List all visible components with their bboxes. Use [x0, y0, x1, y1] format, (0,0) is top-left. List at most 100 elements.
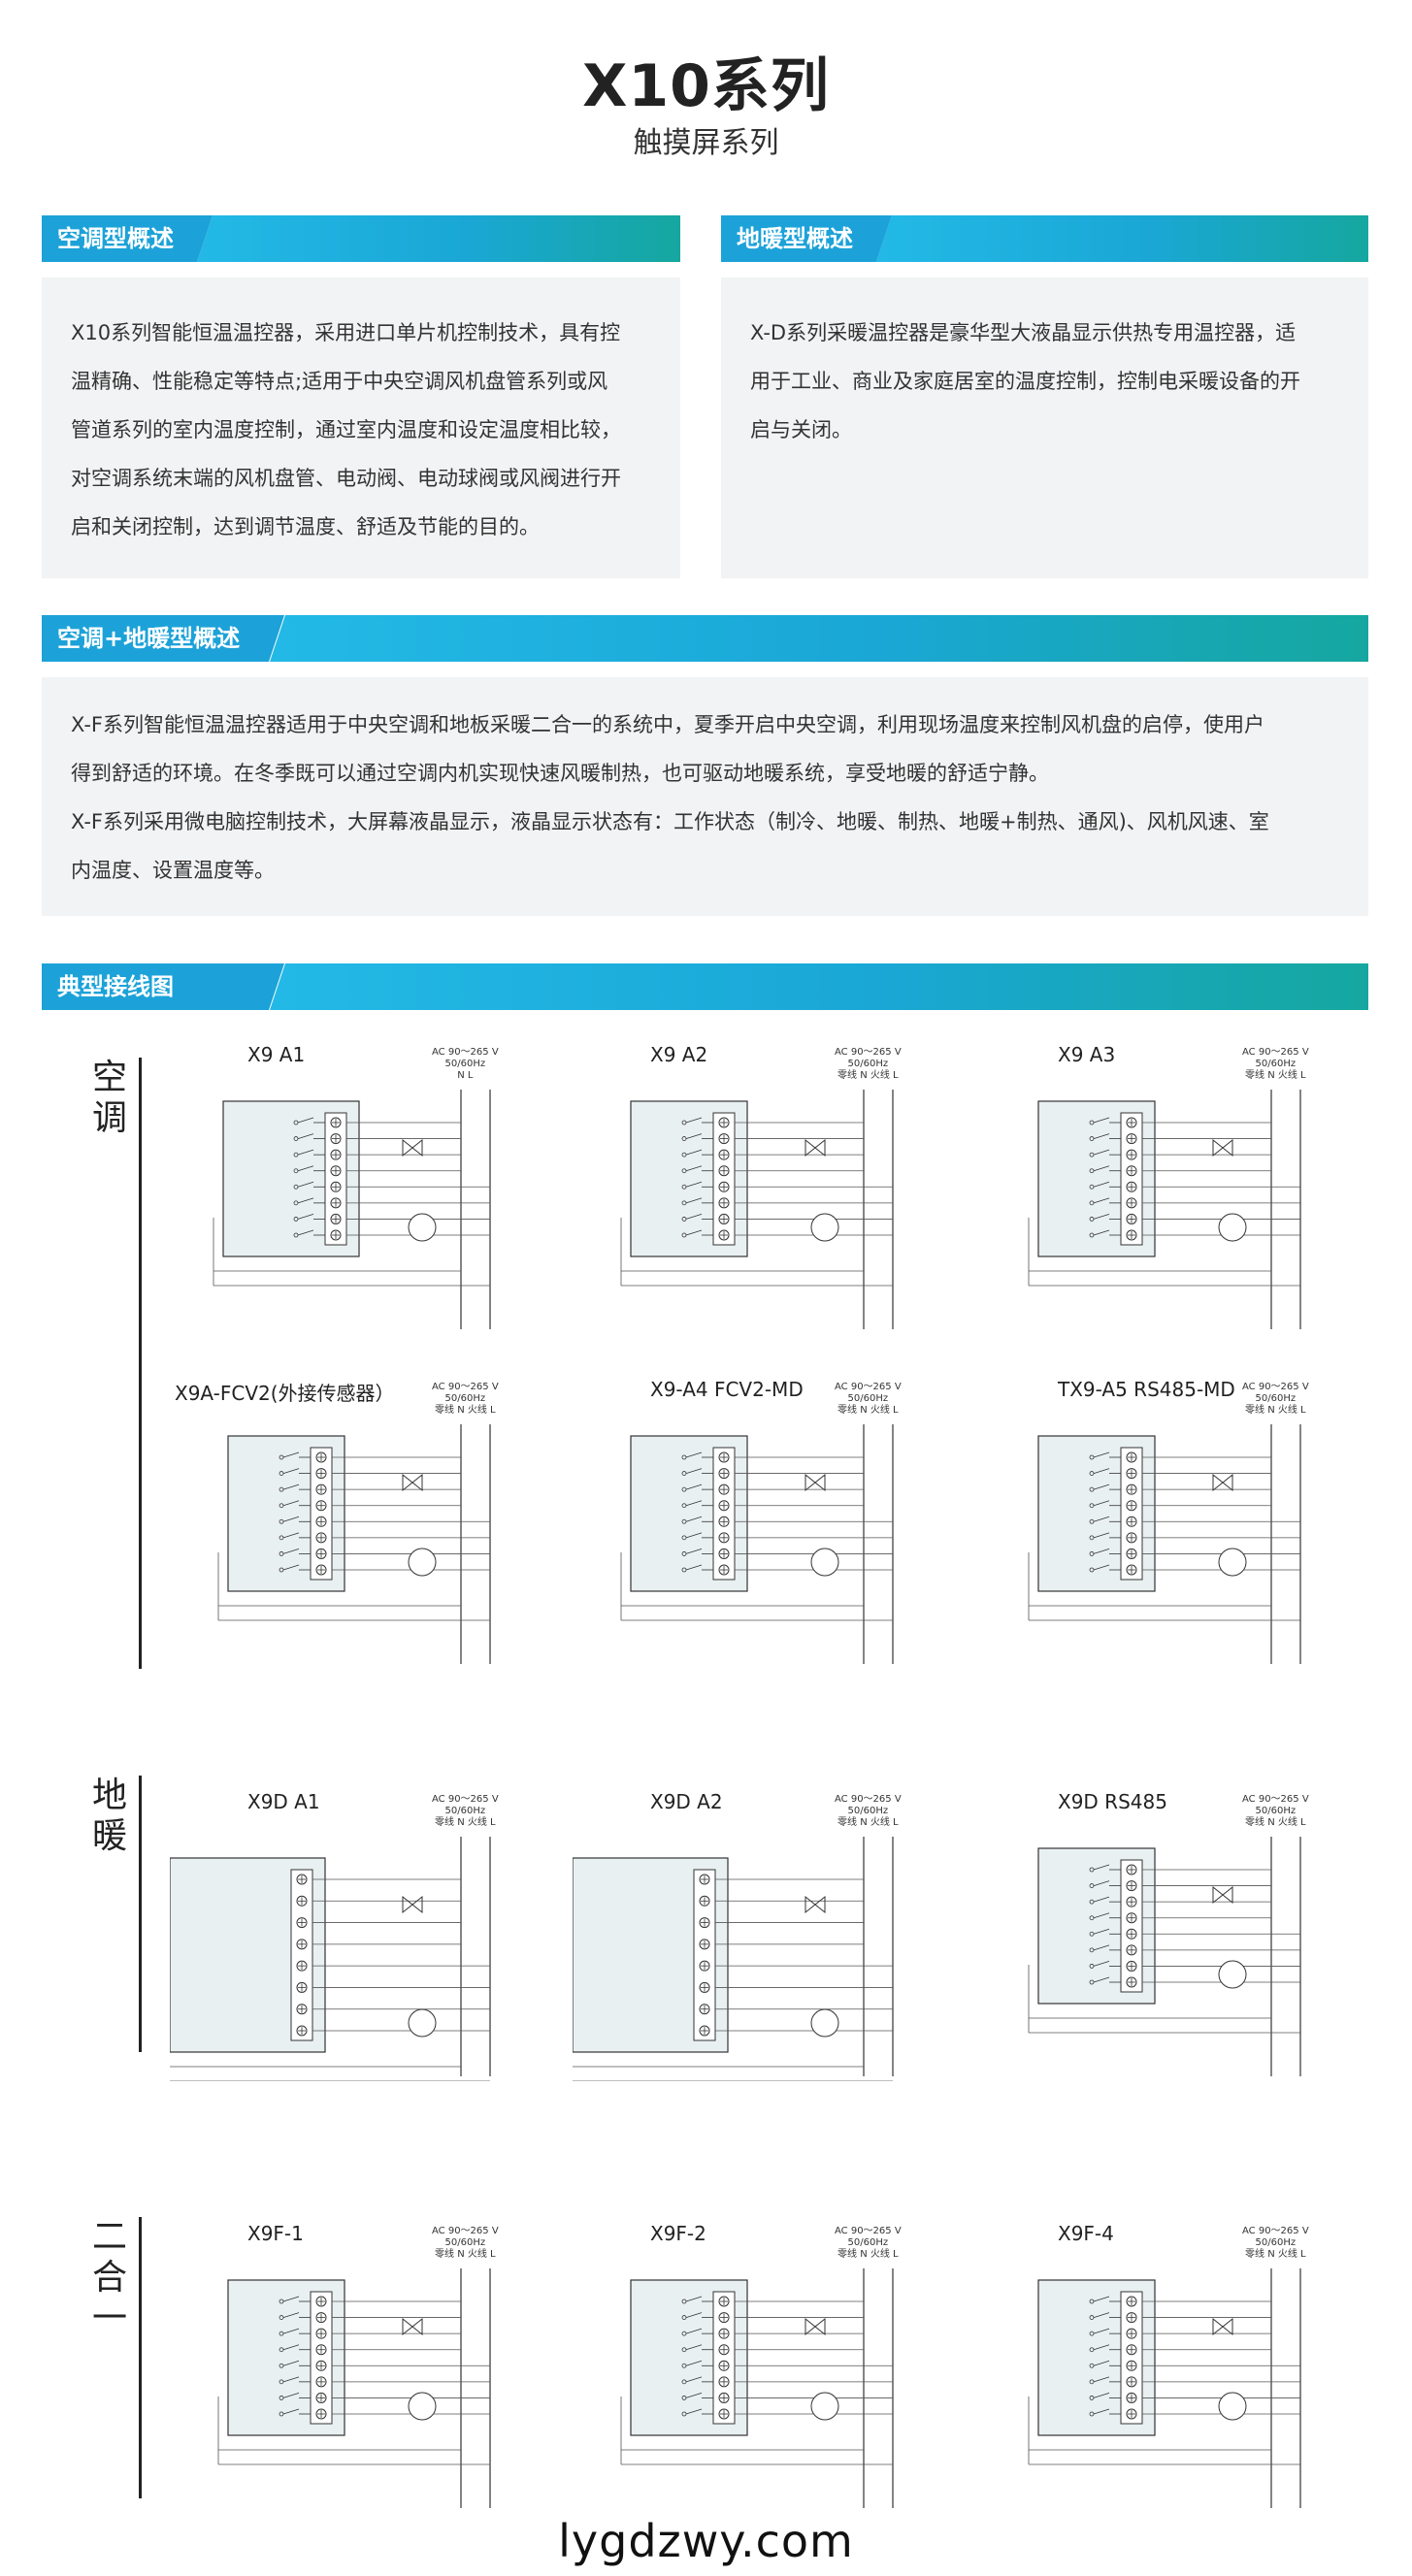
row-label-floor: 地暖 [91, 1776, 127, 1856]
power-spec-line: 50/60Hz [847, 1059, 889, 1069]
wiring-label: 典型接线图 [42, 963, 284, 1010]
power-spec-line: AC 90～265 V [835, 1794, 902, 1805]
diagram-title: X9D A1 [247, 1790, 320, 1813]
power-spec-line: AC 90～265 V [1242, 1047, 1309, 1058]
ac-line: X10系列智能恒温温控器，采用进口单片机控制技术，具有控 [71, 321, 621, 344]
row-label-combo: 二合一 [91, 2217, 127, 2338]
power-spec-line: 零线 N 火线 L [837, 1817, 899, 1828]
diagram-title: X9A-FCV2(外接传感器） [175, 1382, 395, 1405]
power-spec-line: 零线 N 火线 L [435, 1405, 496, 1416]
power-spec-line: AC 90～265 V [1242, 2226, 1309, 2236]
power-spec-line: AC 90～265 V [432, 1047, 499, 1058]
power-spec-line: 零线 N 火线 L [837, 1405, 899, 1416]
wiring-schematic [620, 1424, 894, 1664]
ac-line: 管道系列的室内温度控制，通过室内温度和设定温度相比较， [71, 418, 621, 441]
diagram-title: X9F-2 [650, 2222, 706, 2245]
diagram-title: X9 A3 [1058, 1043, 1116, 1066]
ac-line: 对空调系统末端的风机盘管、电动阀、电动球阀或风阀进行开 [71, 467, 621, 490]
floor-overview-label: 地暖型概述 [721, 215, 892, 262]
power-spec-line: 50/60Hz [847, 2237, 889, 2248]
combo-line: X-F系列采用微电脑控制技术，大屏幕液晶显示，液晶显示状态有：工作状态（制冷、地… [71, 810, 1269, 833]
wiring-schematic [1028, 2268, 1301, 2508]
combo-overview-banner: 空调+地暖型概述 [42, 615, 1368, 662]
wiring-schematic [1028, 1424, 1301, 1664]
floor-line: X-D系列采暖温控器是豪华型大液晶显示供热专用温控器，适 [750, 321, 1297, 344]
power-spec-line: AC 90～265 V [432, 1794, 499, 1805]
power-spec-line: 零线 N 火线 L [837, 1070, 899, 1081]
wiring-banner: 典型接线图 [42, 963, 1368, 1010]
ac-overview-banner: 空调型概述 [42, 215, 680, 262]
floor-line: 用于工业、商业及家庭居室的温度控制，控制电采暖设备的开 [750, 370, 1300, 393]
power-spec-line: 零线 N 火线 L [1245, 1817, 1306, 1828]
power-spec-line: 50/60Hz [1255, 1393, 1297, 1404]
combo-line: 得到舒适的环境。在冬季既可以通过空调内机实现快速风暖制热，也可驱动地暖系统，享受… [71, 762, 1049, 785]
wiring-schematic [217, 1424, 491, 1664]
power-spec-line: 50/60Hz [444, 1059, 486, 1069]
diagram-title: X9D RS485 [1058, 1790, 1167, 1813]
power-spec-line: 50/60Hz [847, 1806, 889, 1816]
power-spec-line: AC 90～265 V [835, 1382, 902, 1392]
ac-overview-box: X10系列智能恒温温控器，采用进口单片机控制技术，具有控 温精确、性能稳定等特点… [42, 277, 680, 578]
combo-overview-label: 空调+地暖型概述 [42, 615, 284, 662]
row-divider-floor [139, 1776, 142, 2052]
wiring-schematic [213, 1090, 491, 1329]
diagram-title: X9F-1 [247, 2222, 304, 2245]
power-spec-line: 50/60Hz [1255, 2237, 1297, 2248]
footer-site: lygdzwy.com [558, 2515, 854, 2567]
power-spec-line: 50/60Hz [847, 1393, 889, 1404]
power-spec-line: N L [457, 1070, 474, 1081]
diagram-title: X9 A1 [247, 1043, 306, 1066]
wiring-schematic [620, 1090, 894, 1329]
ac-line: 温精确、性能稳定等特点;适用于中央空调风机盘管系列或风 [71, 370, 608, 393]
row-label-ac: 空调 [91, 1058, 127, 1138]
power-spec-line: AC 90～265 V [1242, 1382, 1309, 1392]
combo-overview-box: X-F系列智能恒温温控器适用于中央空调和地板采暖二合一的系统中，夏季开启中央空调… [42, 677, 1368, 916]
page-title: X10系列 [582, 52, 830, 120]
power-spec-line: 50/60Hz [1255, 1059, 1297, 1069]
diagram-title: X9-A4 FCV2-MD [650, 1378, 804, 1401]
power-spec-line: 零线 N 火线 L [1245, 2249, 1306, 2260]
wiring-schematic [1028, 1090, 1301, 1329]
power-spec-line: 零线 N 火线 L [1245, 1405, 1306, 1416]
power-spec-line: AC 90～265 V [835, 2226, 902, 2236]
power-spec-line: 零线 N 火线 L [435, 2249, 496, 2260]
power-spec-line: 50/60Hz [1255, 1806, 1297, 1816]
ac-overview-label: 空调型概述 [42, 215, 213, 262]
power-spec-line: AC 90～265 V [432, 1382, 499, 1392]
floor-overview-banner: 地暖型概述 [721, 215, 1368, 262]
wiring-schematic [1028, 1837, 1301, 2076]
power-spec-line: AC 90～265 V [835, 1047, 902, 1058]
diagram-title: X9 A2 [650, 1043, 708, 1066]
floor-overview-box: X-D系列采暖温控器是豪华型大液晶显示供热专用温控器，适 用于工业、商业及家庭居… [721, 277, 1368, 578]
combo-line: 内温度、设置温度等。 [71, 859, 275, 882]
wiring-schematic [217, 2268, 491, 2508]
power-spec-line: 50/60Hz [444, 1806, 486, 1816]
power-spec-line: 零线 N 火线 L [1245, 1070, 1306, 1081]
wiring-schematic [573, 1837, 894, 2081]
power-spec-line: 零线 N 火线 L [837, 2249, 899, 2260]
power-spec-line: 零线 N 火线 L [435, 1817, 496, 1828]
